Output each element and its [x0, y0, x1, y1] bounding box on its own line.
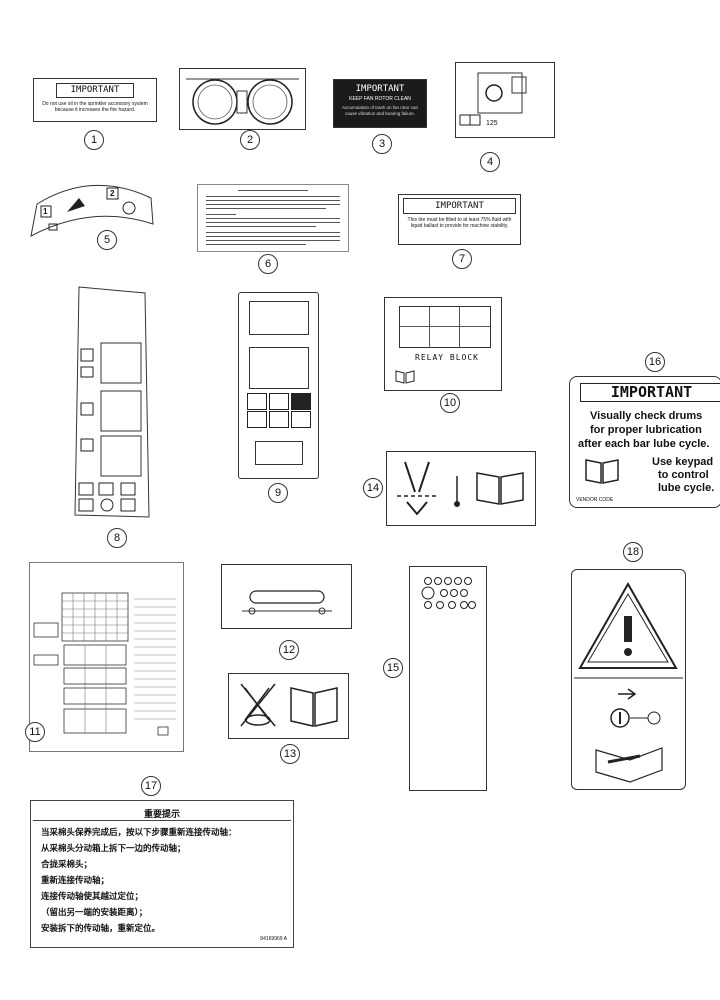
callout-18: 18 [623, 542, 643, 562]
decal-12-drawing [242, 590, 332, 615]
callout-2: 2 [240, 130, 260, 150]
callout-4: 4 [480, 152, 500, 172]
decal-16-line6: lube cycle. [658, 482, 715, 494]
decal-11-drawing [33, 592, 176, 736]
decal-5-step-2: 2 [110, 189, 115, 198]
callout-1: 1 [84, 130, 104, 150]
display-window-middle [249, 347, 309, 389]
relay-grid [399, 306, 491, 348]
callout-8: 8 [107, 528, 127, 548]
decal-12 [221, 564, 352, 629]
decal-13-drawing [240, 683, 338, 727]
decal-7-body: This tire must be filled to at least 75%… [407, 217, 512, 229]
decal-9 [238, 292, 319, 479]
book-icon [395, 370, 415, 384]
callout-11: 11 [25, 722, 45, 742]
decal-7: IMPORTANT This tire must be filled to at… [398, 194, 521, 245]
decal-16: IMPORTANT Visually check drums for prope… [569, 376, 720, 508]
callout-9: 9 [268, 483, 288, 503]
display-window-top [249, 301, 309, 335]
decal-1-body: Do not use oil in the sprinkler accessor… [42, 101, 148, 113]
decal-2 [179, 68, 306, 130]
callout-3: 3 [372, 134, 392, 154]
decal-16-title: IMPORTANT [580, 383, 720, 402]
decal-16-line4: Use keypad [652, 456, 714, 468]
callout-5: 5 [97, 230, 117, 250]
button-cluster [421, 577, 476, 609]
decal-10: RELAY BLOCK [384, 297, 502, 391]
decal-17-line-4: 重新连接传动轴； [41, 876, 110, 886]
callout-16: 16 [645, 352, 665, 372]
display-window-bottom [255, 441, 303, 465]
decal-13 [228, 673, 349, 739]
callout-6: 6 [258, 254, 278, 274]
decal-17-line-1: 当采棉头保养完成后，按以下步骤重新连接传动轴： [41, 828, 237, 838]
decal-16-footer-left: VENDOR CODE [576, 497, 614, 503]
decal-4-drawing [459, 72, 527, 126]
decal-11 [29, 562, 184, 752]
callout-10: 10 [440, 393, 460, 413]
dual-gauge-drawing [186, 78, 299, 125]
callout-7: 7 [452, 249, 472, 269]
decal-6 [197, 184, 349, 252]
decal-14-drawing [397, 461, 460, 516]
decal-10-caption: RELAY BLOCK [415, 353, 479, 362]
decal-3-body: Accumulation of trash on fan rotor can c… [341, 105, 419, 116]
decal-17-title: 重要提示 [143, 810, 180, 820]
callout-17: 17 [141, 776, 161, 796]
decal-17-line-5: 连接传动轴使其越过定位； [41, 892, 144, 902]
button-grid [247, 393, 311, 428]
decal-17: 重要提示 当采棉头保养完成后，按以下步骤重新连接传动轴： 从采棉头分动箱上拆下一… [30, 800, 294, 948]
decal-7-title: IMPORTANT [403, 198, 516, 214]
decal-3: IMPORTANT KEEP FAN ROTOR CLEAN Accumulat… [333, 79, 427, 128]
decal-4-value: 125 [486, 120, 498, 127]
decal-17-line-7: 安装拆下的传动轴，重新定位。 [41, 924, 161, 934]
decal-15 [409, 566, 487, 791]
decal-17-part-number: 84169969 A [260, 936, 287, 942]
decal-1: IMPORTANT Do not use oil in the sprinkle… [33, 78, 157, 122]
decal-3-title: IMPORTANT [355, 84, 405, 94]
callout-12: 12 [279, 640, 299, 660]
decal-5 [30, 184, 154, 237]
decal-16-line1: Visually check drums [590, 410, 703, 422]
decal-3-subtitle: KEEP FAN ROTOR CLEAN [349, 96, 411, 102]
decal-17-line-6: （留出另一端的安装距离）； [41, 908, 148, 918]
decal-1-title: IMPORTANT [56, 83, 134, 98]
decal-8 [74, 286, 150, 518]
decal-4: 125 [455, 62, 555, 138]
decal-16-line2: for proper lubrication [590, 424, 702, 436]
callout-14: 14 [363, 478, 383, 498]
book-icon [585, 459, 619, 484]
book-icon [476, 472, 524, 505]
callout-13: 13 [280, 744, 300, 764]
decal-16-line5: to control [658, 469, 709, 481]
decal-16-line3: after each bar lube cycle. [578, 438, 710, 450]
decal-17-line-2: 从采棉头分动箱上拆下一边的传动轴； [41, 844, 186, 854]
callout-15: 15 [383, 658, 403, 678]
decal-18-drawing [574, 581, 683, 783]
decal-5-step-1: 1 [43, 207, 48, 216]
decal-14 [386, 451, 536, 526]
decal-18 [571, 569, 686, 790]
decal-17-line-3: 合拢采棉头； [41, 860, 93, 870]
